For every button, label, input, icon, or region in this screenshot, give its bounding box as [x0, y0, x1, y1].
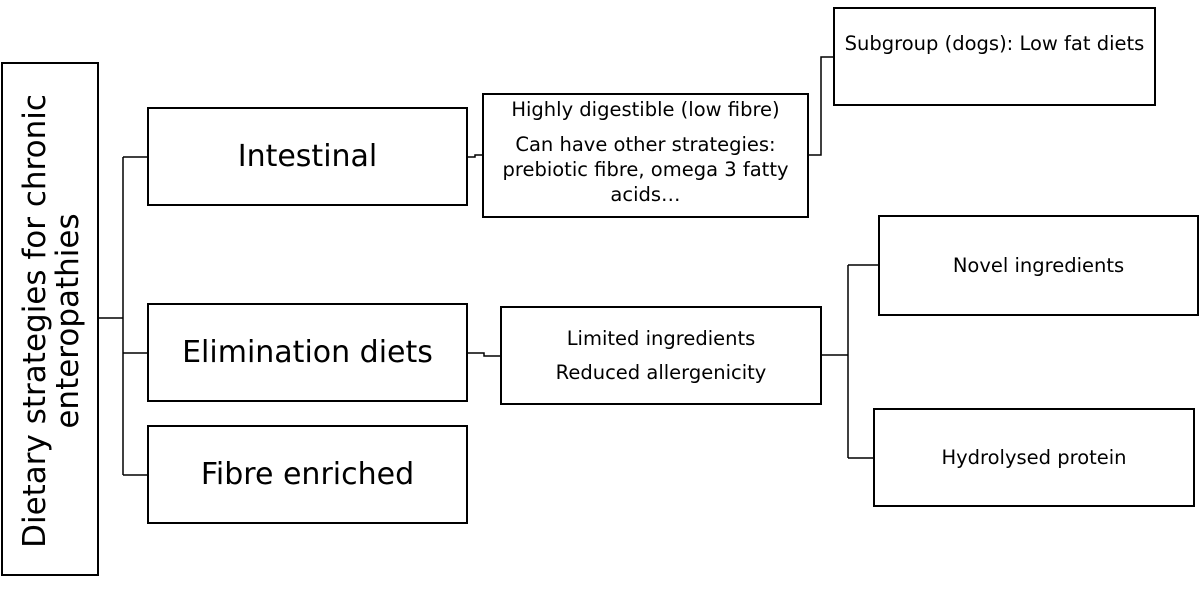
highly-digestible-text: Highly digestible (low fibre) — [511, 98, 780, 121]
limited-ingredients-text: Limited ingredients — [566, 327, 756, 350]
reduced-allergenicity-text: Reduced allergenicity — [555, 361, 767, 384]
hydrolysed-protein-node: Hydrolysed protein — [873, 408, 1195, 507]
root-node-label: Dietary strategies for chronic enteropat… — [17, 94, 86, 548]
connector-elimination-to-limited — [468, 352, 500, 357]
elimination-diets-label: Elimination diets — [182, 335, 433, 370]
novel-ingredients-node: Novel ingredients — [878, 215, 1199, 316]
intestinal-label: Intestinal — [237, 139, 378, 174]
hydrolysed-protein-text: Hydrolysed protein — [941, 446, 1127, 469]
connector-digestible-to-lowfat — [809, 56, 833, 156]
elimination-diets-node: Elimination diets — [147, 303, 468, 402]
novel-ingredients-text: Novel ingredients — [952, 254, 1125, 277]
highly-digestible-node: Highly digestible (low fibre) Can have o… — [482, 93, 809, 218]
low-fat-diets-node: Subgroup (dogs): Low fat diets — [833, 7, 1156, 106]
connector-intestinal-to-digestible — [468, 154, 482, 158]
intestinal-node: Intestinal — [147, 107, 468, 206]
limited-ingredients-node: Limited ingredients Reduced allergenicit… — [500, 306, 822, 405]
fibre-enriched-label: Fibre enriched — [200, 457, 415, 492]
fibre-enriched-node: Fibre enriched — [147, 425, 468, 524]
root-node-box: Dietary strategies for chronic enteropat… — [1, 62, 99, 576]
low-fat-diets-text: Subgroup (dogs): Low fat diets — [844, 32, 1145, 55]
other-strategies-text: Can have other strategies: prebiotic fib… — [502, 133, 789, 206]
